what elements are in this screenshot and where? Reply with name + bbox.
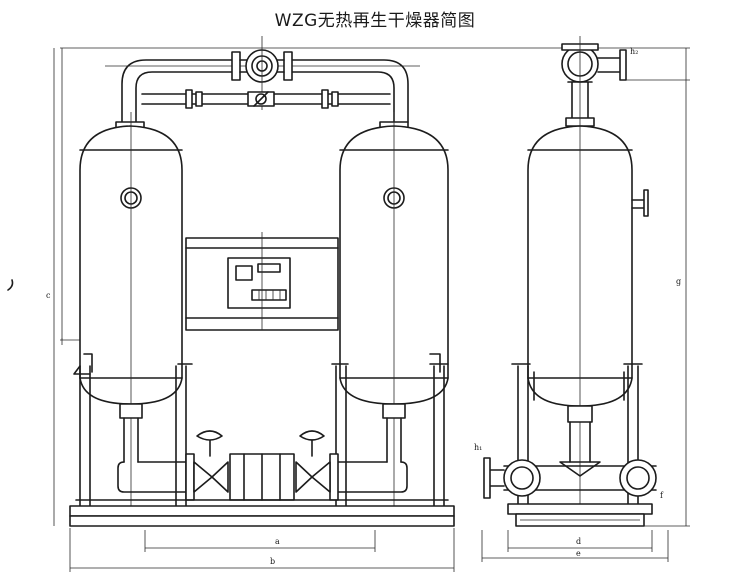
dim-label-e: e (576, 549, 581, 558)
dim-label-g: g (676, 277, 681, 286)
side-nozzle (643, 189, 649, 217)
right-valve-handwheel (299, 430, 325, 441)
side-view: h₂ (474, 36, 690, 562)
dim-label-d: d (576, 537, 581, 546)
front-dimensions: a b c (46, 48, 455, 572)
inlet-flange (483, 457, 491, 499)
dim-label-h2: h₂ (630, 47, 638, 56)
base-frame (69, 499, 455, 527)
control-cabinet (185, 232, 339, 331)
right-tank (339, 112, 449, 520)
bottom-manifold (117, 430, 408, 501)
top-outlet: h₂ (561, 43, 638, 121)
left-valve-handwheel (196, 430, 223, 441)
dim-label-c: c (46, 291, 51, 300)
support-legs (73, 353, 449, 511)
side-bottom-manifold: h₁ f (474, 405, 664, 500)
side-dimensions: d e g (481, 48, 690, 562)
dim-label-f: f (660, 491, 664, 500)
top-manifold (121, 36, 409, 123)
diagram-title: WZG无热再生干燥器简图 (274, 11, 476, 31)
dim-label-h1: h₁ (474, 443, 482, 452)
dim-label-b: b (270, 557, 275, 566)
left-tank (79, 112, 183, 520)
front-view: a b c (7, 36, 690, 572)
dim-label-a: a (275, 537, 280, 546)
stray-mark (7, 279, 14, 291)
side-tank (527, 36, 649, 520)
purge-pipe (141, 89, 391, 109)
side-base (507, 503, 653, 527)
